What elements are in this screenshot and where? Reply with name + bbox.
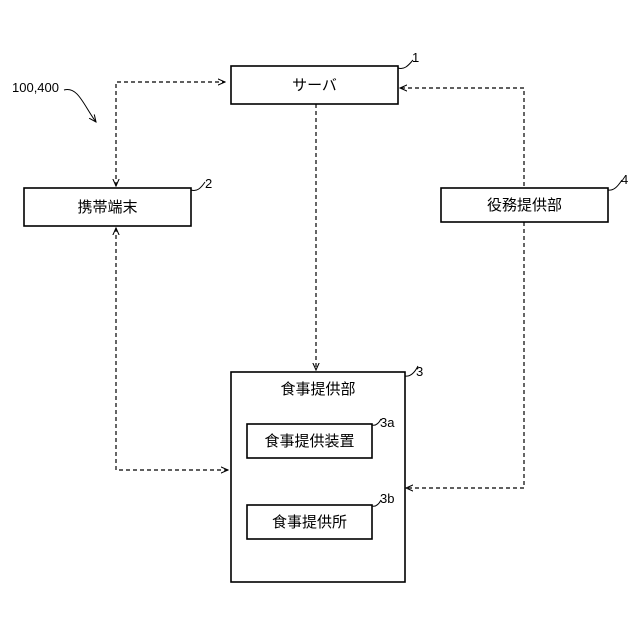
- server-label: サーバ: [292, 76, 337, 94]
- server-mobile-connector: [116, 82, 225, 186]
- service-provider-label: 役務提供部: [487, 196, 562, 214]
- server-ref-leader: [398, 60, 413, 69]
- meal-place-label: 食事提供所: [272, 513, 347, 531]
- meal-provider-label: 食事提供部: [280, 380, 355, 398]
- mobile-terminal-ref: 2: [205, 176, 212, 191]
- meal-device-ref: 3a: [380, 415, 395, 430]
- service-server-connector: [400, 88, 524, 186]
- meal-device-label: 食事提供装置: [264, 432, 354, 450]
- meal-place-ref: 3b: [380, 491, 394, 506]
- mobile-meal-provider-connector: [116, 228, 228, 470]
- meal-provider-box: [231, 372, 405, 582]
- system-ref-leader: [64, 89, 96, 122]
- meal-provider-ref: 3: [416, 364, 423, 379]
- mobile-terminal-ref-leader: [191, 182, 205, 191]
- service-provider-ref: 4: [621, 172, 628, 187]
- mobile-terminal-label: 携帯端末: [77, 198, 137, 216]
- system-ref-label: 100,400: [12, 80, 59, 95]
- service-provider-ref-leader: [608, 180, 622, 190]
- server-ref: 1: [412, 50, 419, 65]
- service-meal-provider-connector: [406, 222, 524, 488]
